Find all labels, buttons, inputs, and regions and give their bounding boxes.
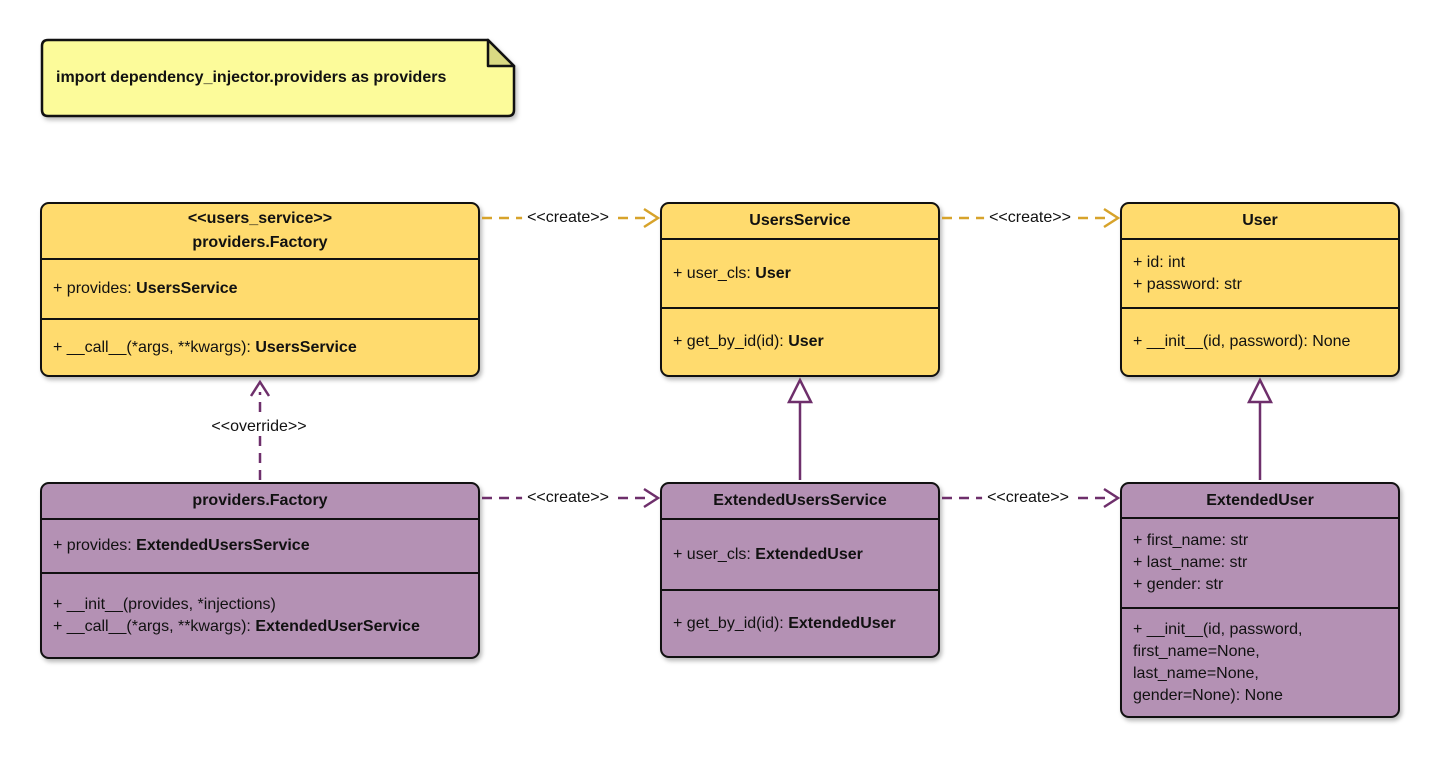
member-type: UsersService [136, 280, 238, 297]
class-methods: + __call__(*args, **kwargs): UsersServic… [42, 318, 478, 375]
class-header: User [1122, 204, 1398, 238]
method-line: + get_by_id(id): User [673, 331, 927, 353]
class-methods: + get_by_id(id): ExtendedUser [662, 589, 938, 656]
member-text: + id: int [1133, 253, 1186, 271]
member-text: + get_by_id(id): [673, 614, 789, 632]
generalization-arrow-usersservice [786, 377, 814, 480]
class-methods: + __init__(id, password, first_name=None… [1122, 607, 1398, 716]
class-stereotype: <<users_service>> [187, 210, 333, 227]
class-header: ExtendedUsersService [662, 484, 938, 518]
method-line: + __call__(*args, **kwargs): UsersServic… [53, 337, 467, 359]
method-line: + __call__(*args, **kwargs): ExtendedUse… [53, 616, 467, 638]
class-extended-user: ExtendedUser + first_name: str + last_na… [1120, 482, 1400, 718]
method-line: + __init__(id, password, [1133, 619, 1387, 641]
generalization-arrow-user [1246, 377, 1274, 480]
override-arrow-label: <<override>> [206, 418, 312, 436]
class-attributes: + provides: UsersService [42, 258, 478, 318]
method-line: first_name=None, [1133, 641, 1387, 663]
class-header: providers.Factory [42, 484, 478, 518]
member-text: first_name=None, [1133, 642, 1260, 660]
member-text: + __init__(id, password, [1133, 620, 1303, 638]
attribute-line: + gender: str [1133, 574, 1387, 596]
attribute-line: + last_name: str [1133, 552, 1387, 574]
method-line: + get_by_id(id): ExtendedUser [673, 613, 927, 635]
member-text: + __call__(*args, **kwargs): [53, 617, 256, 635]
member-text: last_name=None, [1133, 664, 1259, 682]
member-text: + gender: str [1133, 576, 1224, 593]
member-type: ExtendedUser [788, 614, 896, 632]
member-text: gender=None): None [1133, 686, 1283, 704]
method-line: + __init__(id, password): None [1133, 331, 1387, 353]
class-name: providers.Factory [192, 492, 328, 509]
create-arrow-label: <<create>> [522, 489, 614, 507]
class-user: User + id: int + password: str + __init_… [1120, 202, 1400, 377]
create-arrow-label: <<create>> [982, 489, 1074, 507]
class-methods: + __init__(id, password): None [1122, 307, 1398, 375]
attribute-line: + provides: UsersService [53, 278, 467, 300]
class-attributes: + user_cls: User [662, 238, 938, 307]
attribute-line: + password: str [1133, 274, 1387, 296]
note-fold-icon [486, 38, 516, 68]
class-name: providers.Factory [192, 234, 328, 251]
member-text: + provides: [53, 280, 137, 297]
class-attributes: + id: int + password: str [1122, 238, 1398, 307]
create-arrow-label: <<create>> [984, 209, 1076, 227]
method-line: gender=None): None [1133, 685, 1387, 707]
member-text: + password: str [1133, 275, 1242, 293]
attribute-line: + first_name: str [1133, 530, 1387, 552]
class-name: ExtendedUsersService [713, 492, 887, 509]
class-methods: + get_by_id(id): User [662, 307, 938, 375]
class-attributes: + provides: ExtendedUsersService [42, 518, 478, 572]
member-text: + user_cls: [673, 264, 756, 282]
method-line: last_name=None, [1133, 663, 1387, 685]
member-text: + user_cls: [673, 545, 756, 563]
note-text: import dependency_injector.providers as … [56, 69, 447, 86]
member-type: ExtendedUser [755, 545, 863, 563]
class-factory-users: <<users_service>> providers.Factory + pr… [40, 202, 480, 377]
member-type: ExtendedUserService [255, 617, 420, 635]
class-attributes: + user_cls: ExtendedUser [662, 518, 938, 589]
member-text: + last_name: str [1133, 554, 1248, 571]
class-header: <<users_service>> providers.Factory [42, 204, 478, 258]
class-attributes: + first_name: str + last_name: str + gen… [1122, 517, 1398, 607]
member-text: + __init__(provides, *injections) [53, 595, 276, 613]
attribute-line: + user_cls: ExtendedUser [673, 544, 927, 566]
class-extended-users-service: ExtendedUsersService + user_cls: Extende… [660, 482, 940, 658]
member-type: User [788, 333, 824, 350]
member-text: + provides: [53, 537, 137, 554]
class-users-service: UsersService + user_cls: User + get_by_i… [660, 202, 940, 377]
class-methods: + __init__(provides, *injections) + __ca… [42, 572, 478, 657]
member-type: User [755, 264, 791, 282]
member-text: + first_name: str [1133, 532, 1249, 549]
note-shape [40, 38, 516, 118]
attribute-line: + user_cls: User [673, 263, 927, 285]
class-header: UsersService [662, 204, 938, 238]
member-text: + __call__(*args, **kwargs): [53, 338, 256, 356]
member-type: UsersService [255, 338, 357, 356]
attribute-line: + provides: ExtendedUsersService [53, 535, 467, 557]
class-header: ExtendedUser [1122, 484, 1398, 517]
class-factory-extended: providers.Factory + provides: ExtendedUs… [40, 482, 480, 659]
method-line: + __init__(provides, *injections) [53, 594, 467, 616]
class-name: UsersService [749, 212, 851, 229]
member-type: ExtendedUsersService [136, 537, 310, 554]
note-import-providers: import dependency_injector.providers as … [40, 38, 516, 118]
attribute-line: + id: int [1133, 252, 1387, 274]
create-arrow-label: <<create>> [522, 209, 614, 227]
class-name: ExtendedUser [1206, 491, 1314, 509]
class-name: User [1242, 212, 1278, 229]
member-text: + get_by_id(id): [673, 333, 789, 350]
member-text: + __init__(id, password): None [1133, 333, 1351, 350]
